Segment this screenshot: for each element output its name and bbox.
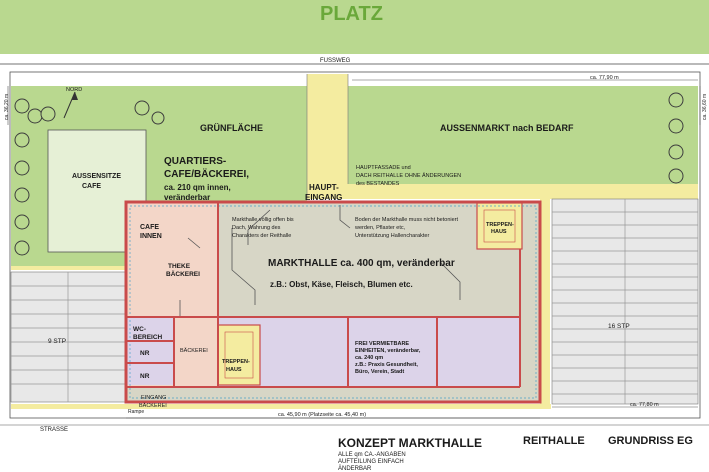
frei-line2: EINHEITEN, veränderbar, bbox=[355, 348, 421, 354]
parking-left-label: 9 STP bbox=[48, 338, 66, 345]
cafe-innen-line1: CAFE bbox=[140, 224, 159, 231]
markthalle-note-left-1: Markthalle völlig offen bis bbox=[232, 217, 294, 223]
platz-area bbox=[0, 0, 709, 54]
markthalle-title: MARKTHALLE ca. 400 qm, veränderbar bbox=[268, 258, 455, 269]
wc-area bbox=[126, 317, 174, 385]
markthalle-note-right-3: Unterstützung Hallencharakter bbox=[355, 233, 429, 239]
theke-line1: THEKE bbox=[168, 263, 191, 270]
hauptfassade-line2: DACH REITHALLE OHNE ÄNDERUNGEN bbox=[356, 172, 461, 179]
dim-right-top: ca. 36,60 m bbox=[702, 94, 708, 120]
markthalle-note-left-2: Dach, Wahrung des bbox=[232, 225, 281, 231]
wc-line1: WC- bbox=[133, 326, 146, 333]
treppenhaus-left bbox=[217, 324, 261, 386]
north-label: NORD bbox=[66, 87, 82, 93]
markthalle-items: z.B.: Obst, Käse, Fleisch, Blumen etc. bbox=[270, 280, 413, 289]
rampe-label: Rampe bbox=[128, 409, 144, 415]
treppenhaus-right-line1: TREPPEN- bbox=[486, 222, 514, 228]
north-arrow bbox=[63, 91, 76, 119]
trees bbox=[14, 92, 684, 256]
quartiers-line3: ca. 210 qm innen, bbox=[164, 183, 231, 192]
markthalle-note-left-3: Charakters der Reithalle bbox=[232, 233, 291, 239]
facade-strip bbox=[348, 184, 698, 199]
cafe-innen-line2: INNEN bbox=[140, 233, 162, 240]
wc-line2: BEREICH bbox=[133, 334, 163, 341]
dim-bottom-main: ca. 45,90 m (Platzseite ca. 45,40 m) bbox=[278, 412, 366, 418]
quartiers-line2: CAFE/BÄCKEREI, bbox=[164, 167, 249, 180]
haupteingang-line1: HAUPT- bbox=[309, 183, 339, 192]
nr-2: NR bbox=[140, 373, 150, 380]
building bbox=[124, 200, 542, 404]
quartiers-line1: QUARTIERS- bbox=[164, 156, 226, 167]
parking-right-label: 16 STP bbox=[608, 323, 630, 330]
aussenmarkt-area bbox=[348, 86, 698, 184]
theke-line2: BÄCKEREI bbox=[166, 270, 200, 278]
platz-title: PLATZ bbox=[320, 3, 383, 25]
aussensitze-line1: AUSSENSITZE bbox=[72, 173, 121, 180]
markthalle-note-right-2: werden, Pflaster etc, bbox=[354, 225, 406, 231]
eingang-baeckerei-1: EINGANG bbox=[141, 395, 166, 401]
baeckerei-label: BÄCKEREI bbox=[180, 347, 208, 354]
frei-line5: Büro, Verein, Stadt bbox=[355, 369, 404, 375]
footer-note-3: ÄNDERBAR bbox=[338, 465, 372, 472]
footer-reithalle: REITHALLE bbox=[523, 435, 585, 447]
dim-bottom-right: ca. 77,80 m bbox=[630, 402, 659, 408]
nr-1: NR bbox=[140, 350, 150, 357]
frei-line1: FREI VERMIETBARE bbox=[355, 341, 409, 347]
dim-top-right: ca. 77,90 m bbox=[590, 75, 619, 81]
treppenhaus-left-line2: HAUS bbox=[226, 367, 242, 373]
treppenhaus-right-line2: HAUS bbox=[491, 229, 507, 235]
dim-left-top: ca. 36,20 m bbox=[4, 94, 10, 120]
eingang-baeckerei-2: BÄCKEREI bbox=[139, 402, 167, 409]
dimension-lines bbox=[0, 79, 709, 426]
aussensitze-line2: CAFE bbox=[82, 183, 101, 190]
hauptfassade-line3: des BESTANDES bbox=[356, 181, 400, 187]
strasse-label: STRASSE bbox=[40, 427, 68, 433]
aussenmarkt-label: AUSSENMARKT nach BEDARF bbox=[440, 123, 574, 133]
gruenflaeche-label: GRÜNFLÄCHE bbox=[200, 123, 263, 133]
treppenhaus-left-line1: TREPPEN- bbox=[222, 359, 250, 365]
markthalle-note-right-1: Boden der Markthalle muss nicht betonier… bbox=[355, 217, 458, 223]
main-path bbox=[307, 74, 348, 199]
frei-line4: z.B.: Praxis Gesundheit, bbox=[355, 362, 418, 368]
haupteingang-line2: EINGANG bbox=[305, 193, 342, 202]
footer-note-2: AUFTEILUNG EINFACH bbox=[338, 459, 404, 465]
treppenhaus-right bbox=[476, 202, 523, 250]
frei-line3: ca. 240 qm bbox=[355, 355, 383, 361]
fussweg-label: FUSSWEG bbox=[320, 58, 351, 64]
footer-grundriss: GRUNDRISS EG bbox=[608, 435, 693, 447]
footer-title: KONZEPT MARKTHALLE bbox=[338, 436, 482, 450]
quartiers-line4: veränderbar bbox=[164, 193, 210, 202]
hauptfassade-line1: HAUPTFASSADE und bbox=[356, 165, 411, 171]
rental-area bbox=[218, 317, 520, 387]
footer-note-1: ALLE qm CA.-ANGABEN bbox=[338, 452, 406, 458]
